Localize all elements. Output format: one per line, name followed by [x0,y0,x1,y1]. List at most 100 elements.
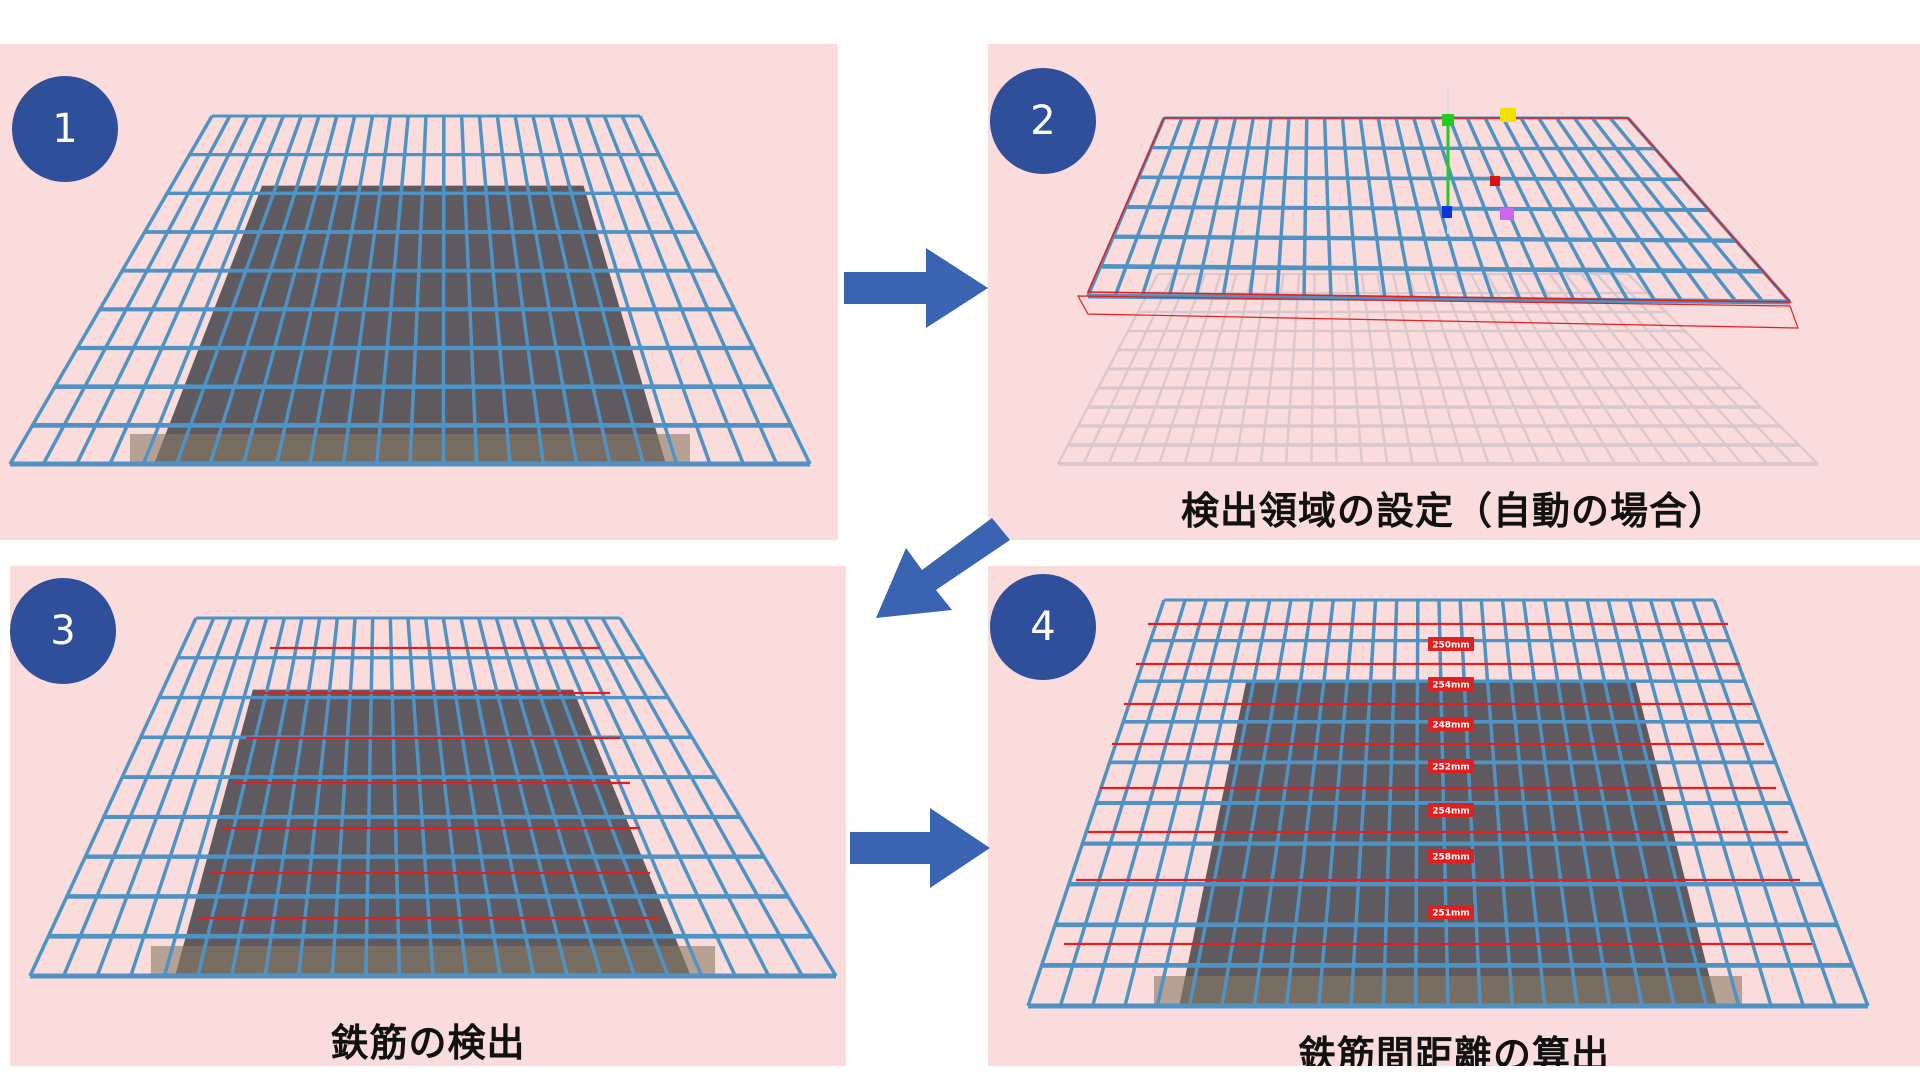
rebar-bar [61,617,216,977]
step-caption: 検出領域の設定（自動の場合） [1180,489,1727,533]
rebar-bar [1712,599,1870,1007]
rebar-bar [175,115,303,465]
rebar-bar [1183,273,1238,465]
rebar-bar [1627,273,1819,465]
rebar-bar [1500,599,1547,1007]
rebar-bar [162,617,269,977]
rebar-bar [341,115,393,465]
rebar-grid-faded [1056,273,1819,466]
rebar-bar [1548,273,1693,465]
rebar-bar [565,617,737,977]
rebar-bar [330,617,357,977]
rebar-bar [441,115,446,465]
rebar-bar [1573,116,1711,303]
spacing-label: 248mm [1428,717,1474,731]
spacing-label-bg [1428,759,1474,773]
rebar-detection-image [28,616,838,979]
rebar-bar [1485,273,1592,465]
rebar-bar [1252,599,1314,1007]
rebar-bar [459,617,536,977]
rebar-bar [1329,273,1338,465]
step-caption: 鉄筋の検出 [330,1021,526,1065]
rebar-bar [108,115,268,465]
gizmo-handle [1442,114,1454,126]
rebar-bar [1381,599,1399,1007]
rebar-bar [1595,273,1769,465]
rebar-bar [477,115,512,465]
rebar-bar [583,617,771,977]
step-badge: 1 [12,76,118,182]
rebar-bar [1113,117,1184,297]
spacing-label: 254mm [1428,677,1474,691]
rebar-bar [1479,599,1515,1007]
rebar-bar [1412,117,1468,300]
arrow-right-icon [850,808,990,888]
rebar-bar [1376,117,1414,300]
rebar-bar [566,115,679,465]
rebar-bar [459,115,479,465]
spacing-label: 252mm [1428,759,1474,773]
rebar-bar [1483,117,1576,301]
spacing-label-bg [1428,637,1474,651]
rebar-shadow [154,185,666,464]
rebar-grid [1086,116,1792,305]
rebar-bar [1606,599,1709,1007]
rebar-bar [1454,273,1541,465]
rebar-bar [1140,117,1202,297]
arrow-right-icon [844,248,988,328]
step-1-panel: 1 [0,44,838,540]
rebar-bar [196,617,287,977]
rebar-bar [129,617,251,977]
spacing-label-text: 252mm [1432,763,1470,773]
spacing-label-bg [1428,905,1474,919]
rebar-bar [1275,117,1291,298]
spacing-label: 251mm [1428,905,1474,919]
rebar-bar [274,115,357,465]
rebar-bar [1107,273,1191,465]
rebar-bar [263,617,322,977]
rebar-bar [1590,116,1738,303]
step-caption: 鉄筋間距離の算出 [1297,1033,1610,1066]
rebar-pointcloud-image [8,114,812,467]
rebar-bar [602,115,745,465]
rebar-bar [1407,273,1465,465]
rebar-bar [1580,273,1743,465]
spacing-label-bg [1428,849,1474,863]
rebar-bar [1026,599,1166,1007]
rebar-bar [1608,116,1765,303]
rebar-bar [638,115,812,465]
spacing-label-bg [1428,677,1474,691]
rebar-bar [1501,117,1603,302]
rebar-bar [1358,117,1387,299]
rebar-bar [408,115,428,465]
rebar-bar [1648,599,1773,1007]
rebar-bar [1521,599,1579,1007]
rebar-bar [1391,273,1440,465]
arrow-down-left-icon [876,518,1010,618]
rebar-bar [1248,117,1273,298]
rebar-bar [1691,599,1838,1007]
rebar-bar [1344,273,1364,465]
rebar-bar [1340,117,1360,299]
rebar-bar [1220,599,1293,1007]
rebar-bar [1543,599,1612,1007]
rebar-bar [95,617,233,977]
rebar-bar [208,115,321,465]
rebar-bar [530,617,670,977]
spacing-label-text: 248mm [1432,721,1470,731]
rebar-bar [1349,599,1378,1007]
rebar-bar [8,115,214,465]
rebar-bar [1564,273,1718,465]
rebar-bar [75,115,250,465]
rebar-bar [1234,273,1269,465]
rebar-bar [1317,599,1357,1007]
step-badge: 4 [990,574,1096,680]
spacing-label-bg [1428,803,1474,817]
rebar-bar [1470,273,1566,465]
rebar-bar [1208,273,1254,465]
rebar-bar [1537,117,1657,302]
rebar-bar [374,115,410,465]
rebar-bar [364,617,375,977]
spacing-label-text: 254mm [1432,807,1470,817]
